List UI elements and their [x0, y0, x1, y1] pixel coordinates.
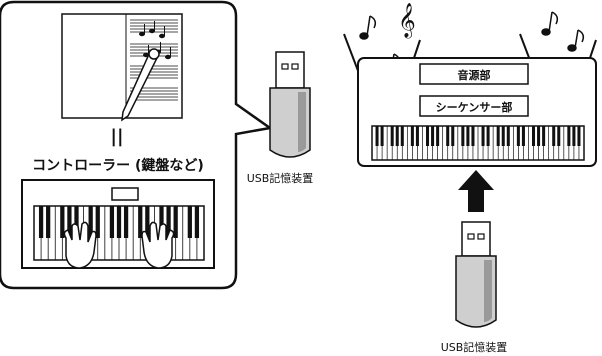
- sequencer-label: シーケンサー部: [436, 100, 513, 114]
- black-key: [522, 126, 525, 146]
- black-key: [381, 126, 384, 146]
- controller-keyboard: [22, 180, 214, 268]
- black-key: [532, 126, 535, 146]
- black-key: [124, 206, 128, 238]
- usb-storage-bottom-icon: [456, 222, 496, 327]
- black-key: [567, 126, 570, 146]
- black-key: [416, 126, 419, 146]
- equals-sign: ||: [110, 126, 123, 147]
- black-key: [557, 126, 560, 146]
- usb-storage-left-icon: [270, 52, 310, 157]
- black-key: [471, 126, 474, 146]
- black-key: [195, 206, 199, 238]
- black-key: [188, 206, 192, 238]
- black-key: [391, 126, 394, 146]
- black-key: [542, 126, 545, 146]
- black-key: [426, 126, 429, 146]
- black-key: [577, 126, 580, 146]
- black-key: [451, 126, 454, 146]
- black-key: [436, 126, 439, 146]
- black-key: [507, 126, 510, 146]
- usb-bottom-label: USB記憶装置: [441, 340, 508, 354]
- black-key: [46, 206, 50, 238]
- score-sheet-icon: [62, 14, 182, 120]
- usb-left-label: USB記憶装置: [247, 171, 314, 185]
- black-key: [497, 126, 500, 146]
- tone-generator-label: 音源部: [458, 68, 491, 82]
- black-key: [117, 206, 121, 238]
- black-key: [517, 126, 520, 146]
- black-key: [461, 126, 464, 146]
- black-key: [502, 126, 505, 146]
- black-key: [487, 126, 490, 146]
- black-key: [411, 126, 414, 146]
- black-key: [110, 206, 114, 238]
- svg-text:𝄞: 𝄞: [398, 3, 416, 39]
- black-key: [482, 126, 485, 146]
- black-key: [376, 126, 379, 146]
- black-key: [537, 126, 540, 146]
- black-key: [552, 126, 555, 146]
- black-key: [466, 126, 469, 146]
- black-key: [446, 126, 449, 146]
- controller-label: コントローラー (鍵盤など): [32, 157, 204, 174]
- black-key: [39, 206, 43, 238]
- controller-display: [112, 188, 138, 200]
- black-key: [396, 126, 399, 146]
- instrument: 𝄞 音源部 シーケンサー部: [344, 3, 596, 166]
- black-key: [572, 126, 575, 146]
- up-arrow-icon: [458, 170, 494, 212]
- black-key: [431, 126, 434, 146]
- black-key: [401, 126, 404, 146]
- controller-panel: || コントローラー (鍵盤など): [0, 2, 270, 288]
